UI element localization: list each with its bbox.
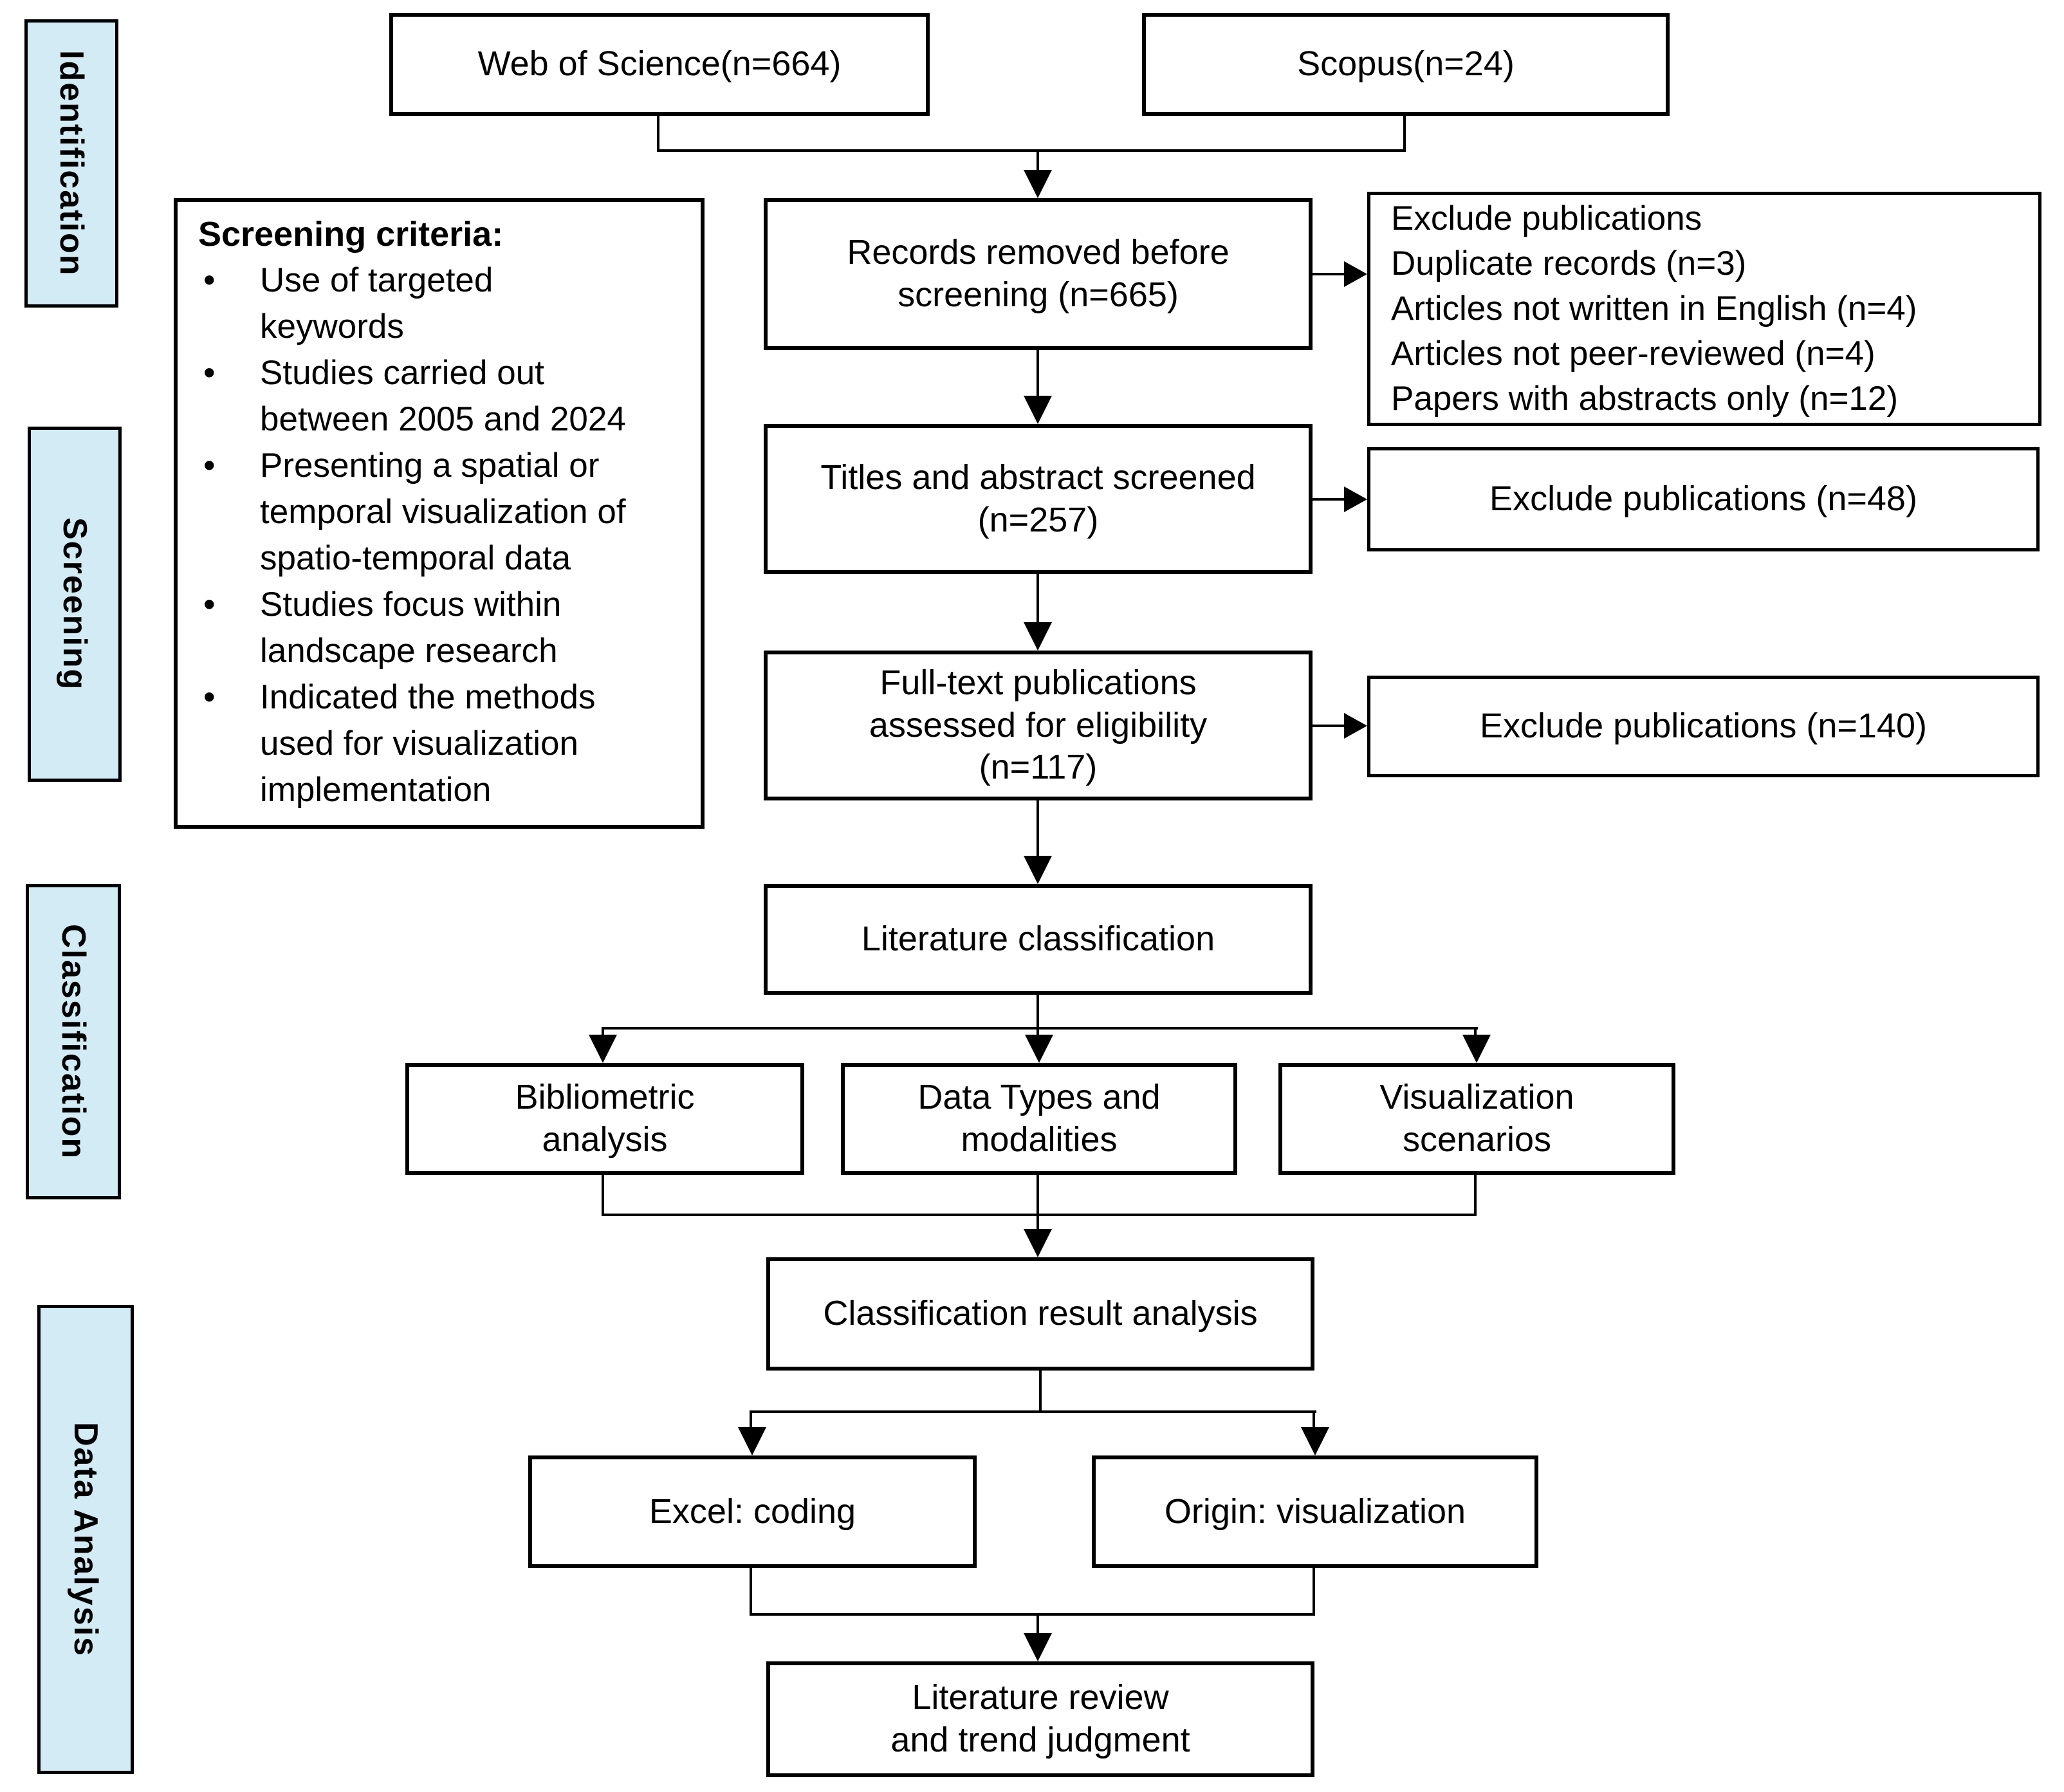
criteria-line: temporal visualization of (198, 489, 689, 535)
arrowhead-down-icon (1462, 1035, 1491, 1063)
node-literature-classification: Literature classification (764, 884, 1313, 995)
node-origin-visualization: Origin: visualization (1092, 1455, 1538, 1568)
criteria-line: • Presenting a spatial or (198, 443, 689, 489)
node-scopus: Scopus(n=24) (1142, 13, 1670, 116)
stage-data-analysis: Data Analysis (37, 1305, 134, 1774)
arrowhead-right-icon (1344, 713, 1367, 739)
node-classification-result: Classification result analysis (766, 1257, 1314, 1371)
connector-line (750, 1568, 752, 1616)
connector-line (1474, 1175, 1477, 1216)
arrowhead-down-icon (738, 1427, 766, 1455)
exclusion-reason-line: Papers with abstracts only (n=12) (1391, 380, 1899, 418)
stage-classification: Classification (26, 884, 121, 1199)
criteria-line-text: Studies focus within (260, 586, 562, 624)
node-excel-coding: Excel: coding (528, 1455, 977, 1568)
criteria-line-text: landscape research (260, 632, 558, 670)
bullet-icon: • (203, 354, 216, 392)
connector-line (1313, 273, 1346, 275)
bullet-icon: • (203, 586, 216, 624)
connector-line (1037, 1614, 1039, 1638)
connector-line (1313, 1412, 1315, 1431)
criteria-line-text: temporal visualization of (260, 493, 626, 531)
arrowhead-down-icon (1024, 856, 1052, 884)
connector-line (750, 1410, 1316, 1413)
connector-line (1474, 1028, 1477, 1039)
arrowhead-down-icon (1024, 1633, 1052, 1661)
exclusion-reason-line: Articles not peer-reviewed (n=4) (1391, 335, 1875, 373)
connector-line (1037, 995, 1039, 1031)
exclusion-reason-line: Articles not written in English (n=4) (1391, 290, 1917, 328)
exclusion-reason-line: Exclude publications (1391, 199, 1702, 237)
criteria-line-text: spatio-temporal data (260, 539, 571, 577)
criteria-line-text: used for visualization (260, 725, 578, 762)
connector-line (1313, 1568, 1315, 1616)
criteria-line: landscape research (198, 628, 689, 674)
screening-criteria-box: Screening criteria: • Use of targeted keyw… (174, 198, 705, 829)
arrowhead-down-icon (1025, 1035, 1053, 1063)
arrowhead-down-icon (589, 1035, 617, 1063)
criteria-line: implementation (198, 767, 689, 813)
connector-line (750, 1412, 752, 1431)
arrowhead-down-icon (1024, 1229, 1052, 1257)
connector-line (657, 149, 1406, 152)
arrowhead-right-icon (1344, 486, 1367, 512)
stage-screening: Screening (28, 427, 122, 782)
criteria-line: spatio-temporal data (198, 535, 689, 582)
stage-identification: Identification (24, 19, 118, 308)
criteria-line: keywords (198, 304, 689, 350)
criteria-line-text: between 2005 and 2024 (260, 400, 626, 438)
node-titles-screened: Titles and abstract screened (n=257) (764, 424, 1313, 574)
connector-line (657, 116, 659, 151)
connector-line (1037, 151, 1039, 172)
node-data-types-modalities: Data Types and modalities (841, 1063, 1237, 1175)
connector-line (602, 1028, 604, 1039)
connector-line (1037, 1175, 1039, 1233)
criteria-line: between 2005 and 2024 (198, 396, 689, 443)
criteria-line-text: keywords (260, 308, 404, 346)
criteria-line: • Studies focus within (198, 582, 689, 628)
exclusion-box-full-text: Exclude publications (n=140) (1367, 676, 2040, 777)
arrowhead-right-icon (1344, 261, 1367, 287)
criteria-line-text: Use of targeted (260, 261, 493, 299)
connector-line (1037, 1028, 1039, 1039)
exclusion-reason-line: Duplicate records (n=3) (1391, 245, 1747, 282)
node-web-of-science: Web of Science(n=664) (389, 13, 930, 116)
connector-line (602, 1214, 1477, 1216)
connector-line (1037, 350, 1039, 399)
connector-line (1403, 116, 1406, 151)
connector-line (1313, 498, 1346, 501)
node-fulltext-assessed: Full-text publications assessed for elig… (764, 651, 1313, 800)
arrowhead-down-icon (1024, 396, 1052, 424)
connector-line (602, 1027, 1478, 1030)
connector-line (1313, 725, 1346, 727)
criteria-line: • Indicated the methods (198, 674, 689, 721)
bullet-icon: • (203, 447, 216, 485)
criteria-line-text: Indicated the methods (260, 678, 596, 716)
criteria-line-text: Presenting a spatial or (260, 447, 600, 485)
criteria-line: used for visualization (198, 721, 689, 767)
node-literature-review: Literature review and trend judgment (766, 1661, 1314, 1777)
criteria-line: • Use of targeted (198, 257, 689, 304)
connector-line (1037, 800, 1039, 860)
connector-line (602, 1175, 604, 1216)
bullet-icon: • (203, 261, 216, 299)
criteria-line-text: implementation (260, 771, 492, 809)
arrowhead-down-icon (1024, 170, 1052, 198)
node-bibliometric-analysis: Bibliometric analysis (405, 1063, 804, 1175)
arrowhead-down-icon (1024, 622, 1052, 651)
arrowhead-down-icon (1301, 1427, 1329, 1455)
connector-line (1037, 574, 1039, 625)
exclusion-box-title-abstract: Exclude publications (n=48) (1367, 447, 2040, 551)
connector-line (750, 1613, 1315, 1616)
connector-line (1039, 1371, 1042, 1413)
bullet-icon: • (203, 678, 216, 716)
screening-criteria-title: Screening criteria: (198, 215, 504, 254)
node-visualization-scenarios: Visualization scenarios (1278, 1063, 1675, 1175)
criteria-line-text: Studies carried out (260, 354, 544, 392)
criteria-line: • Studies carried out (198, 350, 689, 396)
screening-criteria-list: • Use of targeted keywords • Studies carried… (198, 257, 689, 813)
node-records-removed: Records removed before screening (n=665) (764, 198, 1313, 350)
